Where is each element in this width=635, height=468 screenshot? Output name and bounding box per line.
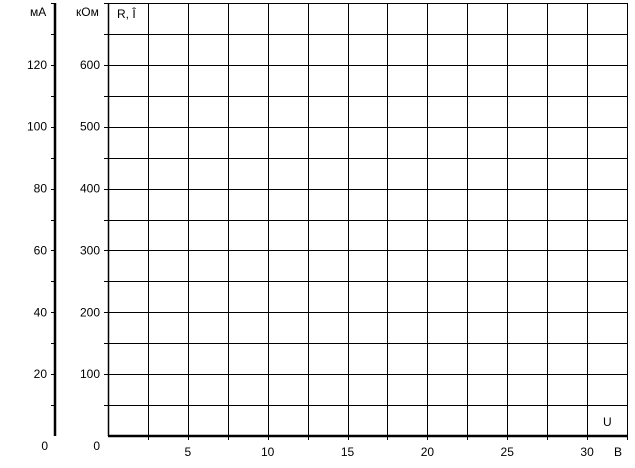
current-tick-label: 0 <box>41 439 48 453</box>
resistance-tick-label: 100 <box>80 367 100 381</box>
x-axis-unit-label: В <box>614 445 622 459</box>
x-tick-label: 10 <box>261 445 275 459</box>
current-tick-label: 80 <box>34 182 48 196</box>
resistance-tick-label: 200 <box>80 305 100 319</box>
resistance-tick-label: 300 <box>80 243 100 257</box>
resistance-tick-label: 600 <box>80 58 100 72</box>
axis-layer <box>53 3 627 438</box>
x-tick-label: 30 <box>580 445 594 459</box>
current-tick-label: 20 <box>34 367 48 381</box>
grid-layer <box>107 3 628 436</box>
x-tick-label: 5 <box>185 445 192 459</box>
x-tick-label: 20 <box>421 445 435 459</box>
x-tick-label: 15 <box>341 445 355 459</box>
resistance-tick-label: 400 <box>80 182 100 196</box>
current-tick-label: 60 <box>34 243 48 257</box>
x-axis-title: U <box>603 415 612 429</box>
current-axis-unit-label: мА <box>30 5 46 19</box>
resistance-tick-label: 500 <box>80 120 100 134</box>
resistance-tick-label: 0 <box>93 439 100 453</box>
resistance-axis-title: R, Î <box>117 6 136 21</box>
current-tick-label: 120 <box>27 58 47 72</box>
label-layer: мА кОм R, Î U В <box>30 5 622 459</box>
current-tick-label: 40 <box>34 305 48 319</box>
resistance-axis-unit-label: кОм <box>76 5 99 19</box>
current-tick-label: 100 <box>27 120 47 134</box>
tick-layer: 0 20 40 60 80 100 120 0 100 200 300 400 500 600 5 10 15 2… <box>27 3 628 459</box>
x-tick-label: 25 <box>501 445 515 459</box>
